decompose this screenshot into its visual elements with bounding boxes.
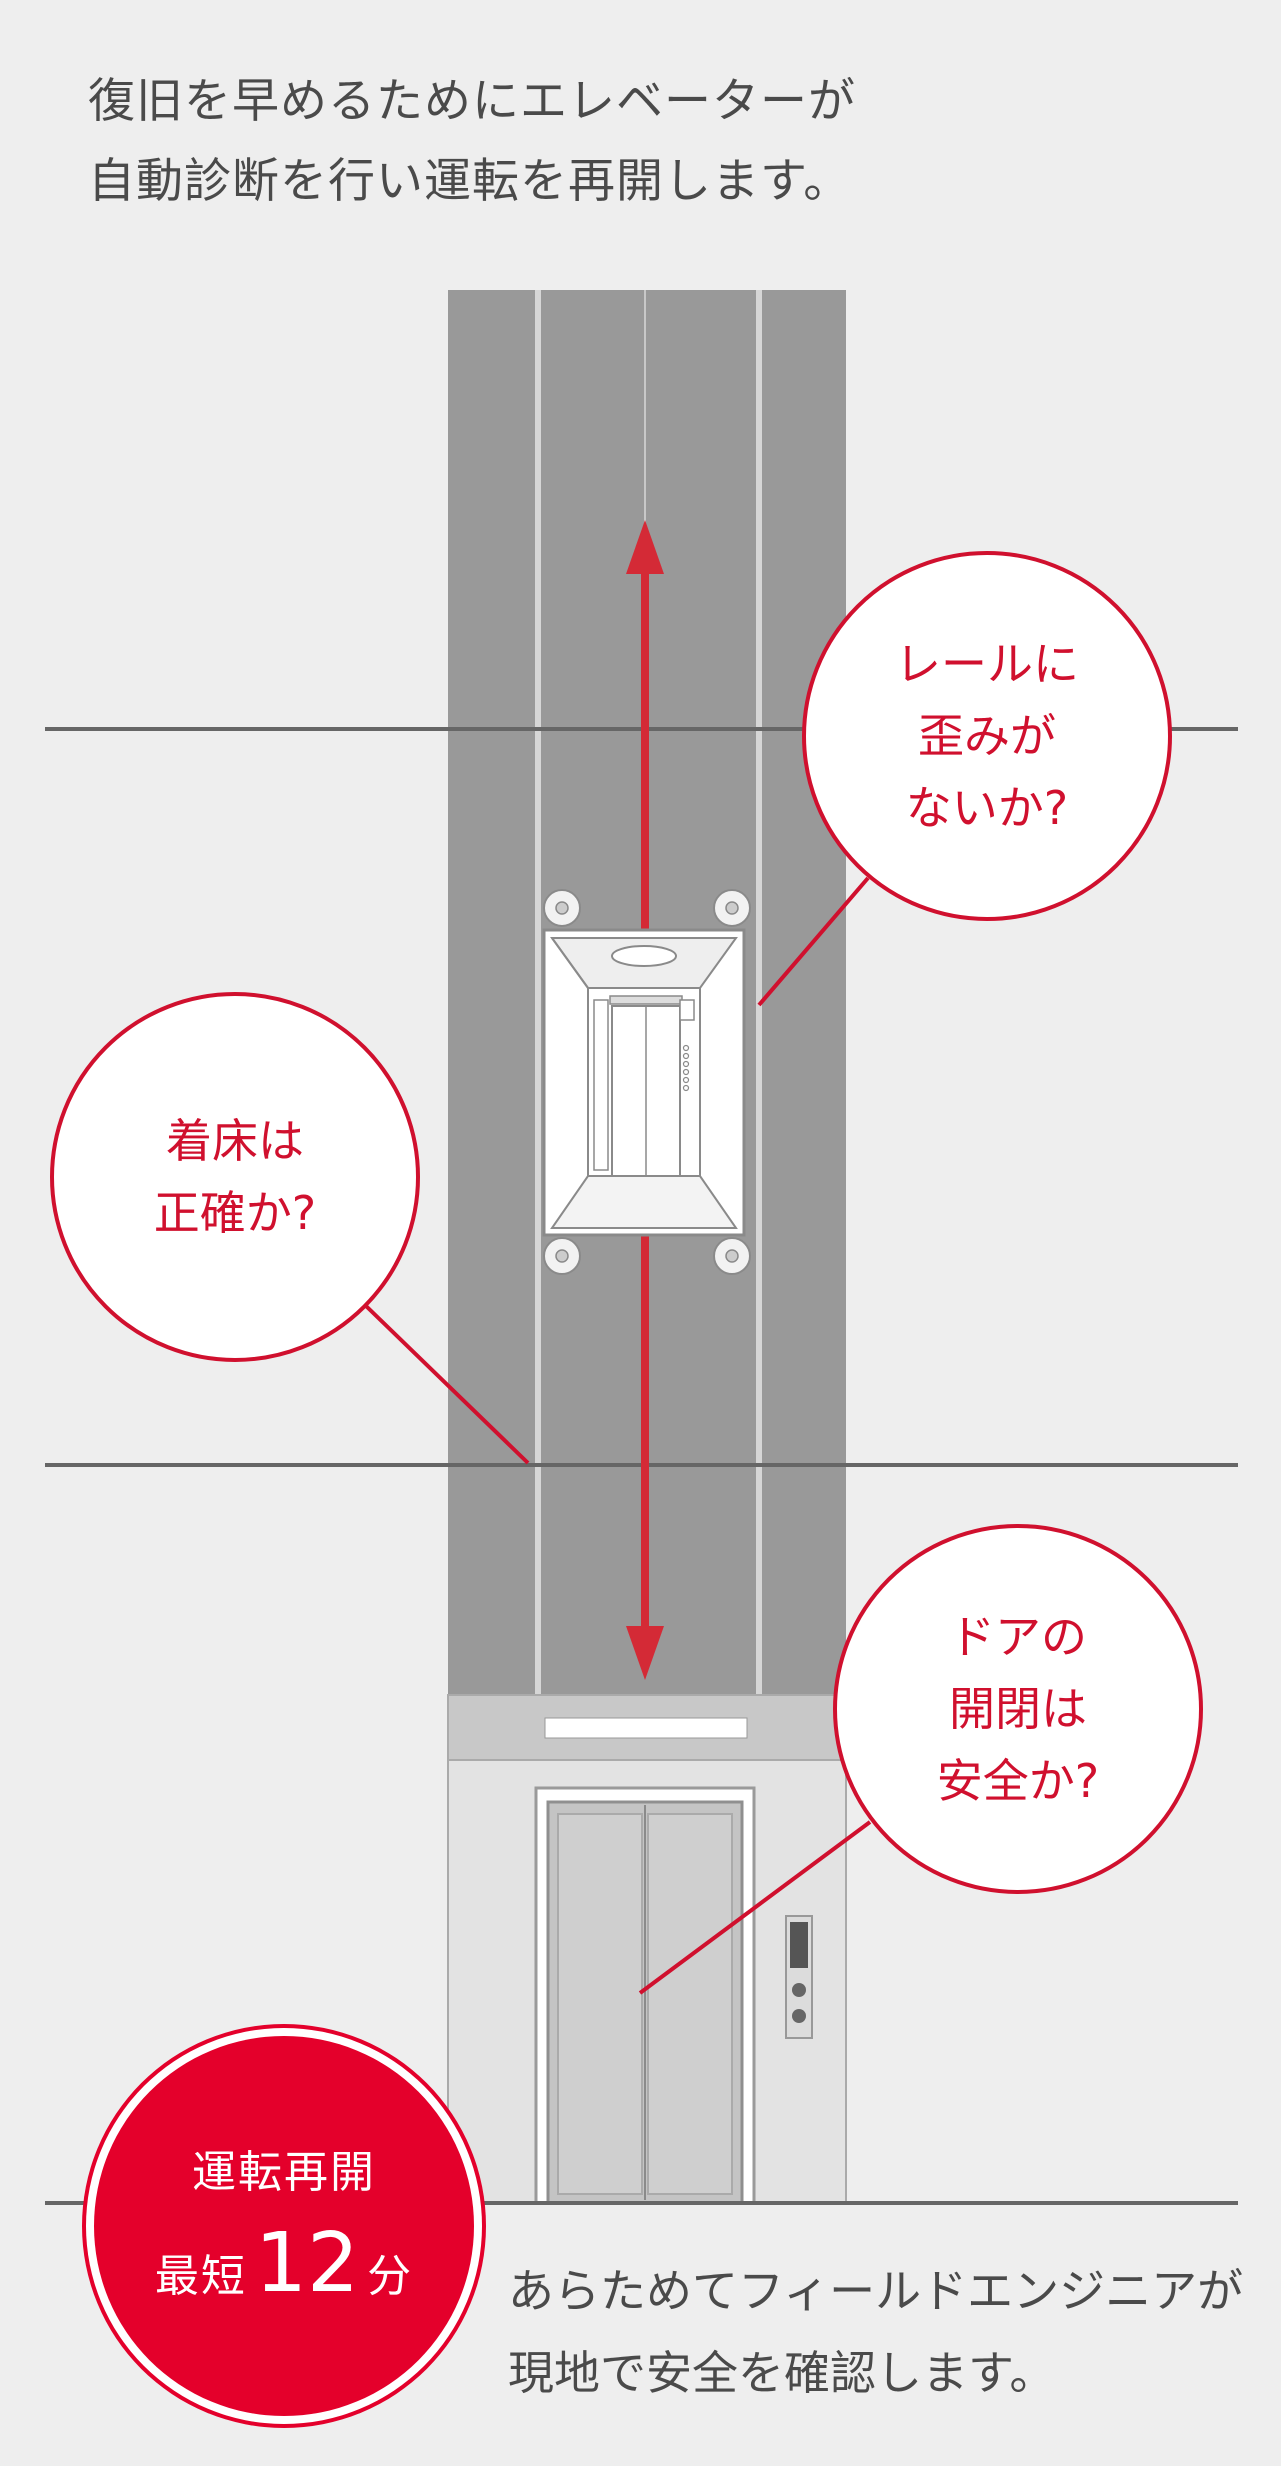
check-landing-line-1: 着床は	[166, 1114, 304, 1168]
badge-prefix: 最短	[154, 2251, 247, 2302]
car-edge-tl	[551, 937, 589, 989]
hall-indicator	[544, 1717, 748, 1739]
outro-text: あらためてフィールドエンジニアが 現地で安全を確認します。	[508, 2250, 1243, 2414]
check-door-line-3: 安全か?	[936, 1754, 1100, 1808]
restart-time-badge: 運転再開 最短 12 分	[94, 2036, 474, 2416]
car-button-column	[682, 1044, 690, 1092]
intro-line-1: 復旧を早めるためにエレベーターが	[88, 74, 856, 129]
guide-roller-icon-tl	[543, 889, 581, 927]
badge-time-row: 最短 12 分	[155, 2219, 413, 2309]
car-door-header	[609, 995, 683, 1005]
intro-line-2: 自動診断を行い運転を再開します。	[88, 154, 852, 209]
hall-call-button-down	[792, 2009, 806, 2023]
check-rail-line-3: ないか?	[905, 781, 1069, 835]
check-rail-line-1: レールに	[895, 637, 1079, 691]
car-sidewall-left	[593, 999, 609, 1171]
guide-roller-icon-bl	[543, 1237, 581, 1275]
check-door-line-2: 開閉は	[949, 1682, 1087, 1736]
hall-call-display	[790, 1922, 808, 1968]
badge-unit: 分	[367, 2251, 414, 2302]
hall-call-button-up	[792, 1983, 806, 1997]
guide-roller-icon-br	[713, 1237, 751, 1275]
hall-door-panel-right	[647, 1813, 733, 2195]
check-rail-line-2: 歪みが	[918, 709, 1056, 763]
check-bubble-landing: 着床は 正確か?	[50, 992, 420, 1362]
hall-door-panel-left	[557, 1813, 643, 2195]
car-operating-panel	[679, 999, 695, 1021]
badge-number: 12	[254, 2216, 360, 2311]
outro-line-1: あらためてフィールドエンジニアが	[508, 2264, 1244, 2318]
check-bubble-door: ドアの 開閉は 安全か?	[833, 1524, 1203, 1894]
check-landing-line-2: 正確か?	[153, 1186, 317, 1240]
outro-line-2: 現地で安全を確認します。	[508, 2346, 1056, 2400]
callout-leader-rail	[757, 876, 870, 1007]
badge-title: 運転再開	[192, 2147, 376, 2198]
arrow-up-head	[626, 520, 664, 574]
car-light-icon	[611, 945, 677, 967]
check-door-line-1: ドアの	[949, 1610, 1087, 1664]
intro-text: 復旧を早めるためにエレベーターが 自動診断を行い運転を再開します。	[88, 62, 856, 222]
callout-leader-door	[638, 1820, 872, 1995]
guide-roller-icon-tr	[713, 889, 751, 927]
guide-rail-right	[756, 290, 762, 1695]
arrow-down-head	[626, 1626, 664, 1680]
check-bubble-rail: レールに 歪みが ないか?	[802, 551, 1172, 921]
guide-rail-left	[535, 290, 541, 1695]
callout-leader-landing	[363, 1303, 530, 1465]
